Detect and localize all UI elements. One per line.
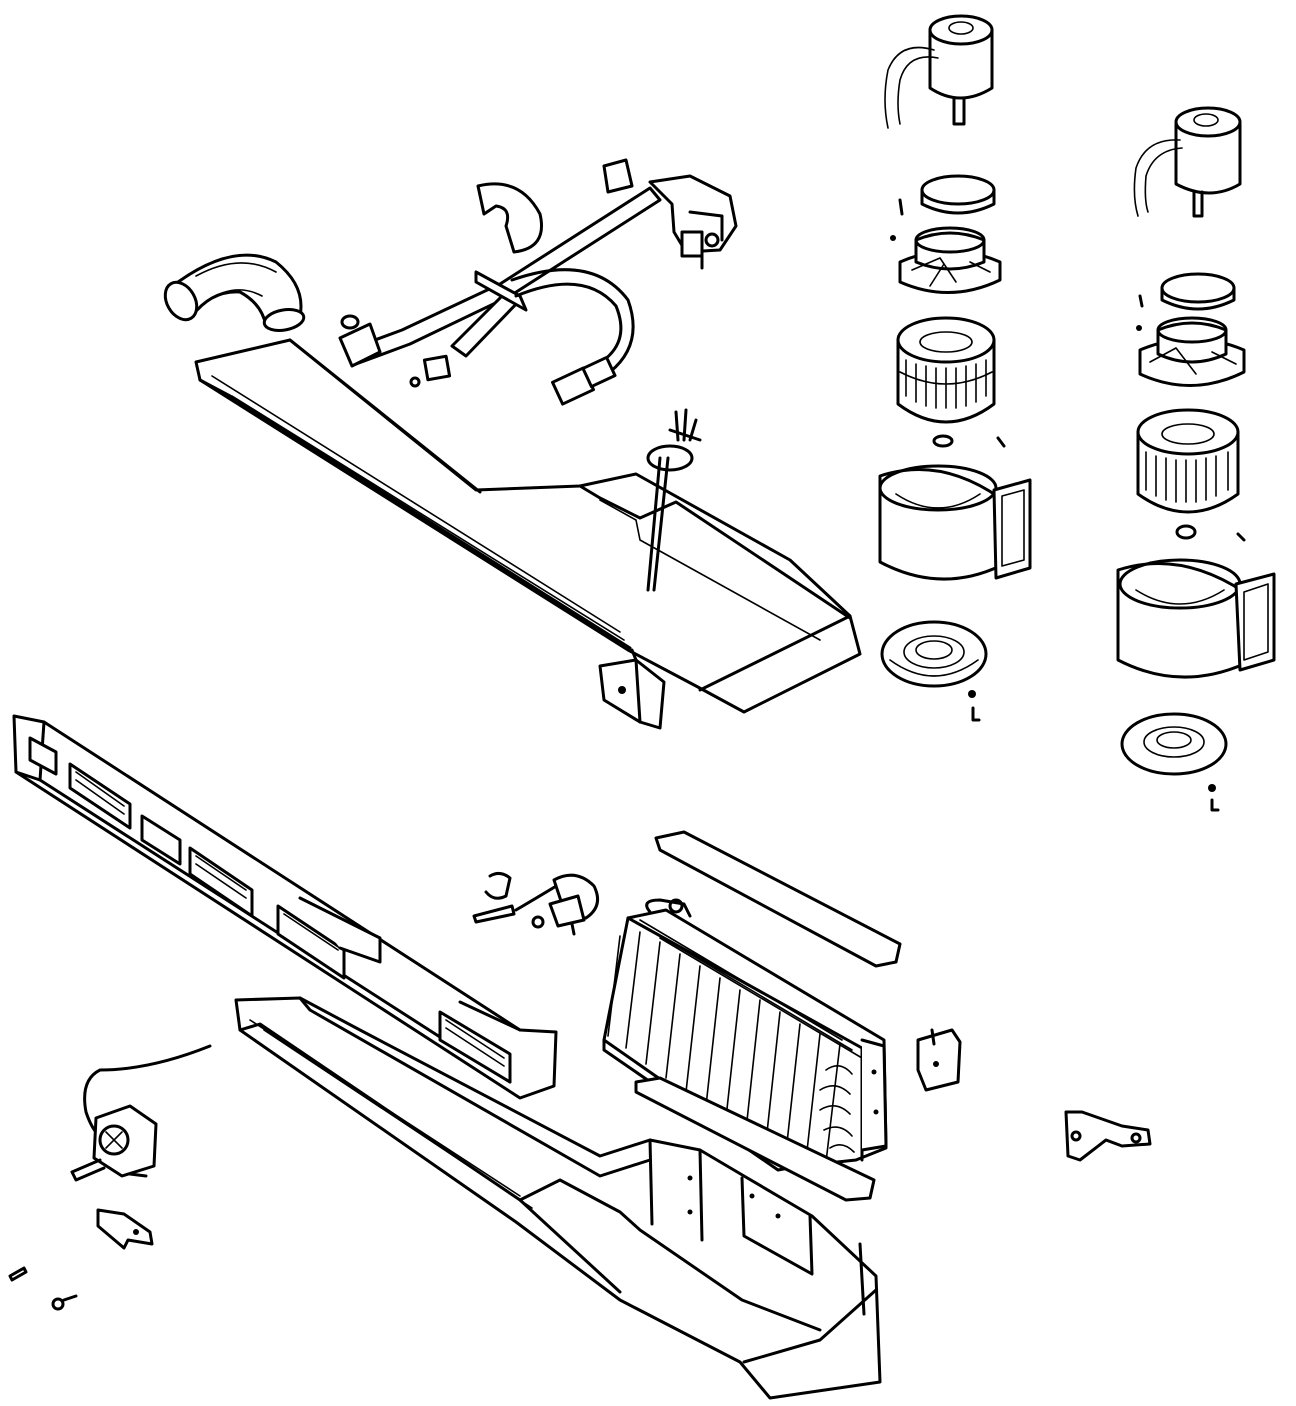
screw (996, 436, 1006, 448)
seal-pad (476, 182, 543, 254)
thermo-switch (472, 871, 600, 936)
seal-pad (602, 158, 634, 194)
motor-mount-plate (898, 226, 1002, 294)
motor-clamp-ring (920, 174, 996, 215)
nut (51, 1294, 78, 1311)
lower-case (234, 996, 882, 1400)
screw (1136, 294, 1144, 331)
mounting-bracket (598, 648, 666, 730)
housing-cover-plate (1120, 712, 1228, 776)
seal-pad (654, 830, 902, 968)
screw (8, 1266, 28, 1282)
scroll-housing (878, 464, 1032, 581)
evaporator-core (602, 898, 888, 1172)
resistor (70, 1044, 212, 1182)
blower-fan-wheel (896, 316, 996, 424)
small-bracket (96, 1208, 154, 1250)
expansion-valve (648, 174, 738, 270)
screw (890, 198, 904, 241)
screw (1208, 784, 1220, 812)
upper-duct-housing (194, 338, 862, 714)
nut (1175, 524, 1197, 540)
screw (968, 690, 981, 722)
scroll-housing (1116, 558, 1276, 679)
grommet (646, 408, 702, 592)
nut (932, 434, 954, 448)
small-bracket (1064, 1110, 1152, 1162)
seal-pad (634, 1076, 876, 1202)
motor-clamp-ring (1160, 272, 1236, 311)
inlet-duct-hose (163, 253, 306, 332)
housing-cover-plate (880, 620, 988, 688)
screw (1236, 532, 1246, 542)
hinge-bracket (916, 1028, 962, 1092)
louver-panel (12, 714, 558, 1100)
blower-motor-2 (1133, 106, 1242, 218)
blower-motor (884, 14, 994, 129)
refrigerant-hose-assembly (338, 186, 662, 406)
motor-mount-plate (1138, 316, 1246, 387)
blower-fan-wheel (1136, 408, 1240, 514)
